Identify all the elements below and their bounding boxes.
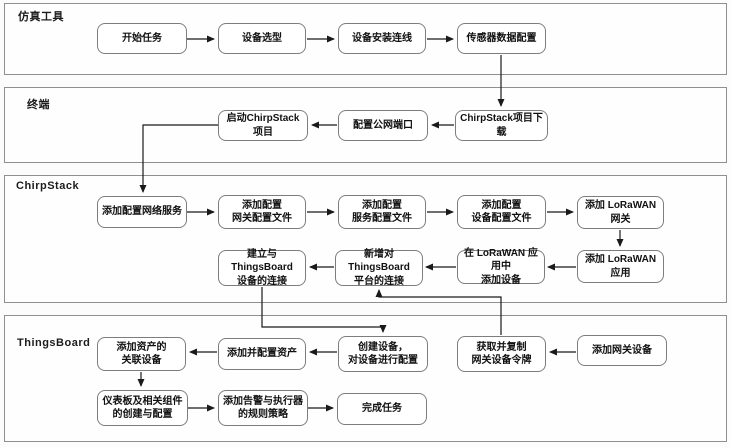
lane-label-terminal: 终端 [27,99,50,111]
node-add-gateway-config-file: 添加配置 网关配置文件 [218,195,306,229]
lane-label-thingsboard: ThingsBoard [17,337,91,349]
node-add-service-config-file: 添加配置 服务配置文件 [338,195,426,229]
node-add-network-server-config: 添加配置网络服务 [97,196,187,228]
node-dashboard-components-create-configure: 仪表板及相关组件 的创建与配置 [97,390,188,426]
node-sensor-data-config: 传感器数据配置 [457,23,546,54]
node-add-and-configure-asset: 添加并配置资产 [218,338,306,370]
node-add-device-in-lorawan-app: 在 LoRaWAN 应用中 添加设备 [457,248,545,286]
node-add-alarm-actuator-rules: 添加告警与执行器 的规则策略 [218,390,308,426]
node-add-asset-related-device: 添加资产的 关联设备 [97,337,186,371]
node-device-selection: 设备选型 [218,23,306,54]
node-start-chirpstack-project: 启动ChirpStack项目 [218,110,308,141]
node-get-copy-gateway-token: 获取并复制 网关设备令牌 [457,336,546,372]
node-chirpstack-project-download: ChirpStack项目下载 [455,110,548,141]
node-configure-public-port: 配置公网端口 [338,110,428,141]
lane-label-chirpstack: ChirpStack [16,180,80,192]
lane-label-simulation-tool: 仿真工具 [18,11,64,23]
node-add-gateway-device: 添加网关设备 [577,335,667,366]
node-add-lorawan-application: 添加 LoRaWAN 应用 [577,250,664,283]
node-complete-task: 完成任务 [337,393,427,425]
node-create-device-and-configure: 创建设备， 对设备进行配置 [338,336,428,372]
node-add-device-config-file: 添加配置 设备配置文件 [457,195,546,229]
node-add-thingsboard-platform-connection: 新增对ThingsBoard 平台的连接 [335,249,423,287]
node-add-lorawan-gateway: 添加 LoRaWAN 网关 [577,196,664,229]
node-establish-thingsboard-device-connection: 建立与ThingsBoard 设备的连接 [218,249,306,287]
node-start-task: 开始任务 [97,23,187,54]
node-device-install-wiring: 设备安装连线 [338,23,426,54]
